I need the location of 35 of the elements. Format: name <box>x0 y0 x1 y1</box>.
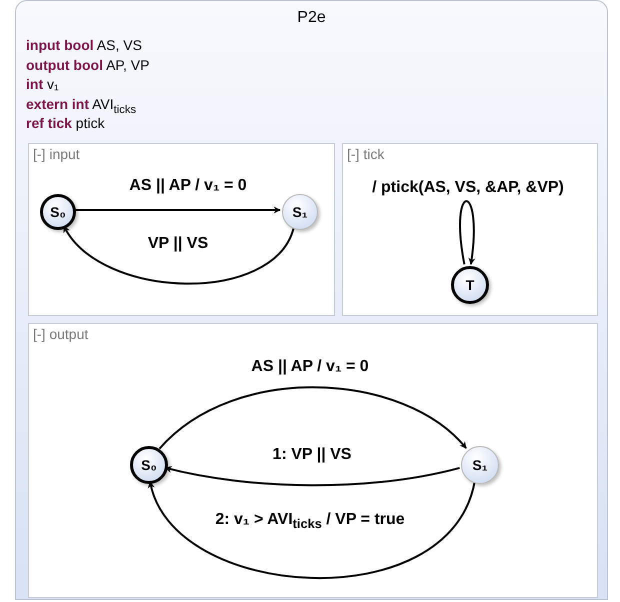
transition-arrow <box>158 386 467 450</box>
declaration-line: ref tick ptick <box>26 115 105 131</box>
transition-arrow <box>164 466 460 486</box>
state-machine-panel <box>15 0 608 600</box>
panel-title: P2e <box>296 9 327 27</box>
edge-label: AS || AP / v₁ = 0 <box>127 177 249 195</box>
declaration-line: input bool AS, VS <box>26 37 142 53</box>
declaration-line: int v₁ <box>26 76 59 92</box>
state-circle <box>461 446 499 484</box>
state-label: S₁ <box>472 457 488 473</box>
edge-label: AS || AP / v₁ = 0 <box>249 358 371 376</box>
region-label: [-] tick <box>347 146 384 162</box>
state-circle <box>451 266 489 304</box>
declaration-line: output bool AP, VP <box>26 56 150 72</box>
transition-arrow <box>459 200 476 265</box>
state-circle <box>282 194 318 230</box>
transition-arrow <box>63 226 295 285</box>
edge-label: VP || VS <box>146 235 210 253</box>
region-label: [-] input <box>33 146 80 162</box>
state-label: S₀ <box>141 457 157 473</box>
state-label: S₁ <box>292 204 308 220</box>
edge-label: / ptick(AS, VS, &AP, &VP) <box>370 179 566 197</box>
declaration-line: extern int AVI$_{ticks}$ <box>26 96 136 116</box>
region-label: [-] output <box>33 326 88 342</box>
region-panel <box>28 143 335 316</box>
state-circle <box>40 194 76 230</box>
state-circle <box>130 446 168 484</box>
state-label: S₀ <box>50 204 66 220</box>
transition-arrow <box>74 206 281 214</box>
edge-label: 2: v₁ > AVI$_{ticks}$ / VP = true <box>213 510 407 532</box>
region-panel <box>28 323 598 598</box>
transition-arrow <box>149 481 476 579</box>
state-label: T <box>466 277 474 293</box>
edge-label: 1: VP || VS <box>270 446 354 464</box>
region-panel <box>342 143 598 316</box>
